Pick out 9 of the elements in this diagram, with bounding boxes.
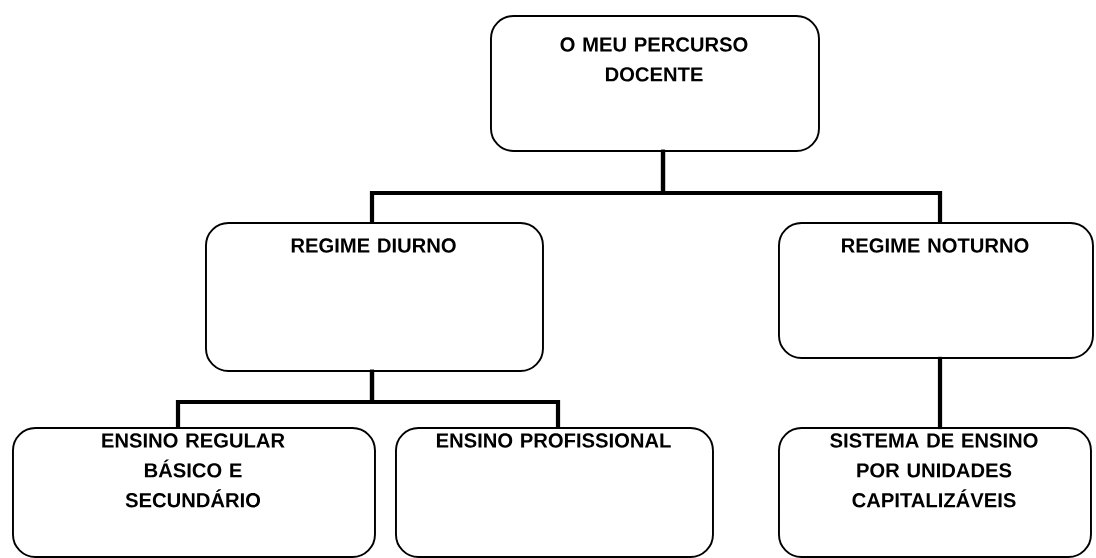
connector-line bbox=[660, 149, 943, 225]
connector-line bbox=[937, 356, 943, 430]
process-box: ENSINO REGULAR BÁSICO E SECUNDÁRIO bbox=[12, 427, 376, 558]
process-box: REGIME NOTURNO bbox=[778, 222, 1094, 359]
process-box: SISTEMA DE ENSINO POR UNIDADES CAPITALIZÁVEIS bbox=[778, 427, 1092, 558]
process-box: ENSINO PROFISSIONAL bbox=[395, 427, 714, 558]
connector-line bbox=[369, 369, 561, 430]
process-box: O MEU PERCURSO DOCENTE bbox=[490, 15, 820, 152]
process-box: REGIME DIURNO bbox=[205, 222, 544, 372]
